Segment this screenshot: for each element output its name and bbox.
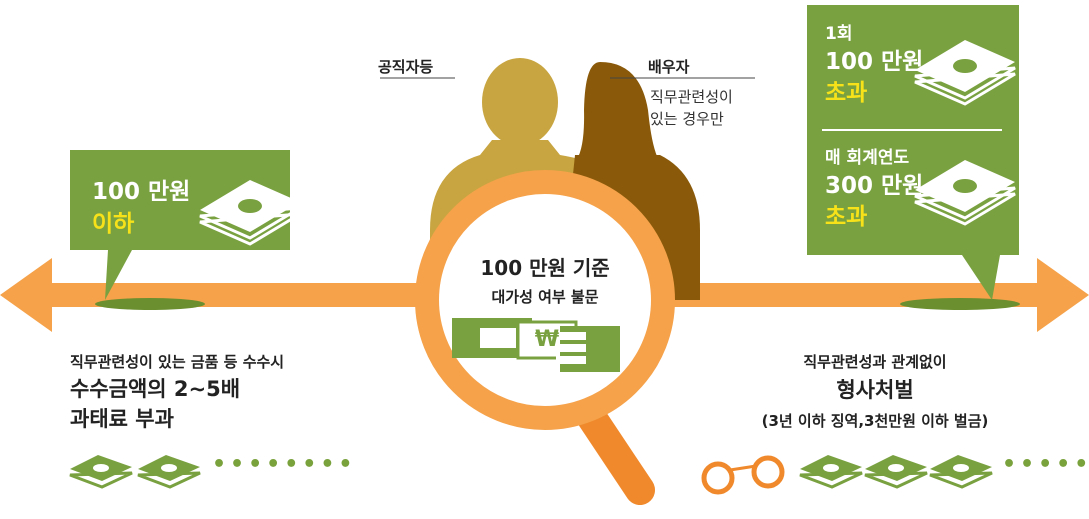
- right-top-line2: 100 만원: [825, 49, 924, 75]
- money-stacks-bottom-left: [69, 455, 201, 489]
- right-callout-bottom-text: 매 회계연도 300 만원 초과: [825, 146, 923, 232]
- official-label: 공직자등: [378, 58, 434, 76]
- spouse-label: 배우자: [648, 58, 690, 76]
- right-bottom-line1: 매 회계연도: [825, 148, 910, 168]
- right-result-line3: (3년 이하 징역,3천만원 이하 벌금): [761, 412, 989, 430]
- right-result-line2: 형사처벌: [836, 378, 914, 402]
- right-callout-top-text: 1회 100 만원 초과: [825, 22, 923, 108]
- left-callout-text: 100 만원 이하: [92, 176, 190, 240]
- center-title: 100 만원 기준: [480, 256, 610, 280]
- right-top-line1: 1회: [825, 24, 853, 44]
- handcuffs-icon: [701, 455, 785, 495]
- money-exchange-icon: [452, 318, 620, 372]
- left-result-line2: 수수금액의 2∼5배: [70, 377, 241, 401]
- left-callout-line2: 이하: [92, 211, 135, 237]
- spouse-note-line2: 있는 경우만: [650, 110, 724, 128]
- left-result-line1: 직무관련성이 있는 금품 등 수수시: [70, 353, 285, 371]
- right-bottom-line2: 300 만원: [825, 173, 924, 199]
- dots-right: •••••••: [1002, 452, 1089, 477]
- left-callout-line1: 100 만원: [92, 179, 191, 205]
- left-callout-box: [70, 150, 290, 310]
- right-result-line1: 직무관련성과 관계없이: [803, 353, 947, 371]
- money-stacks-bottom-right: [799, 455, 993, 489]
- left-result: 직무관련성이 있는 금품 등 수수시 수수금액의 2∼5배 과태료 부과: [70, 350, 284, 434]
- left-result-line3: 과태료 부과: [70, 407, 174, 431]
- spouse-note: 직무관련성이 있는 경우만: [650, 86, 733, 130]
- right-result: 직무관련성과 관계없이 형사처벌 (3년 이하 징역,3천만원 이하 벌금): [690, 350, 1060, 436]
- right-bottom-line3: 초과: [825, 204, 868, 230]
- won-symbol: ₩: [535, 327, 559, 352]
- dots-left: ••••••••: [212, 452, 357, 477]
- money-stack-icon: [199, 40, 1016, 246]
- spouse-note-line1: 직무관련성이: [650, 88, 733, 106]
- center-subtitle: 대가성 여부 불문: [491, 288, 599, 306]
- right-top-line3: 초과: [825, 80, 868, 106]
